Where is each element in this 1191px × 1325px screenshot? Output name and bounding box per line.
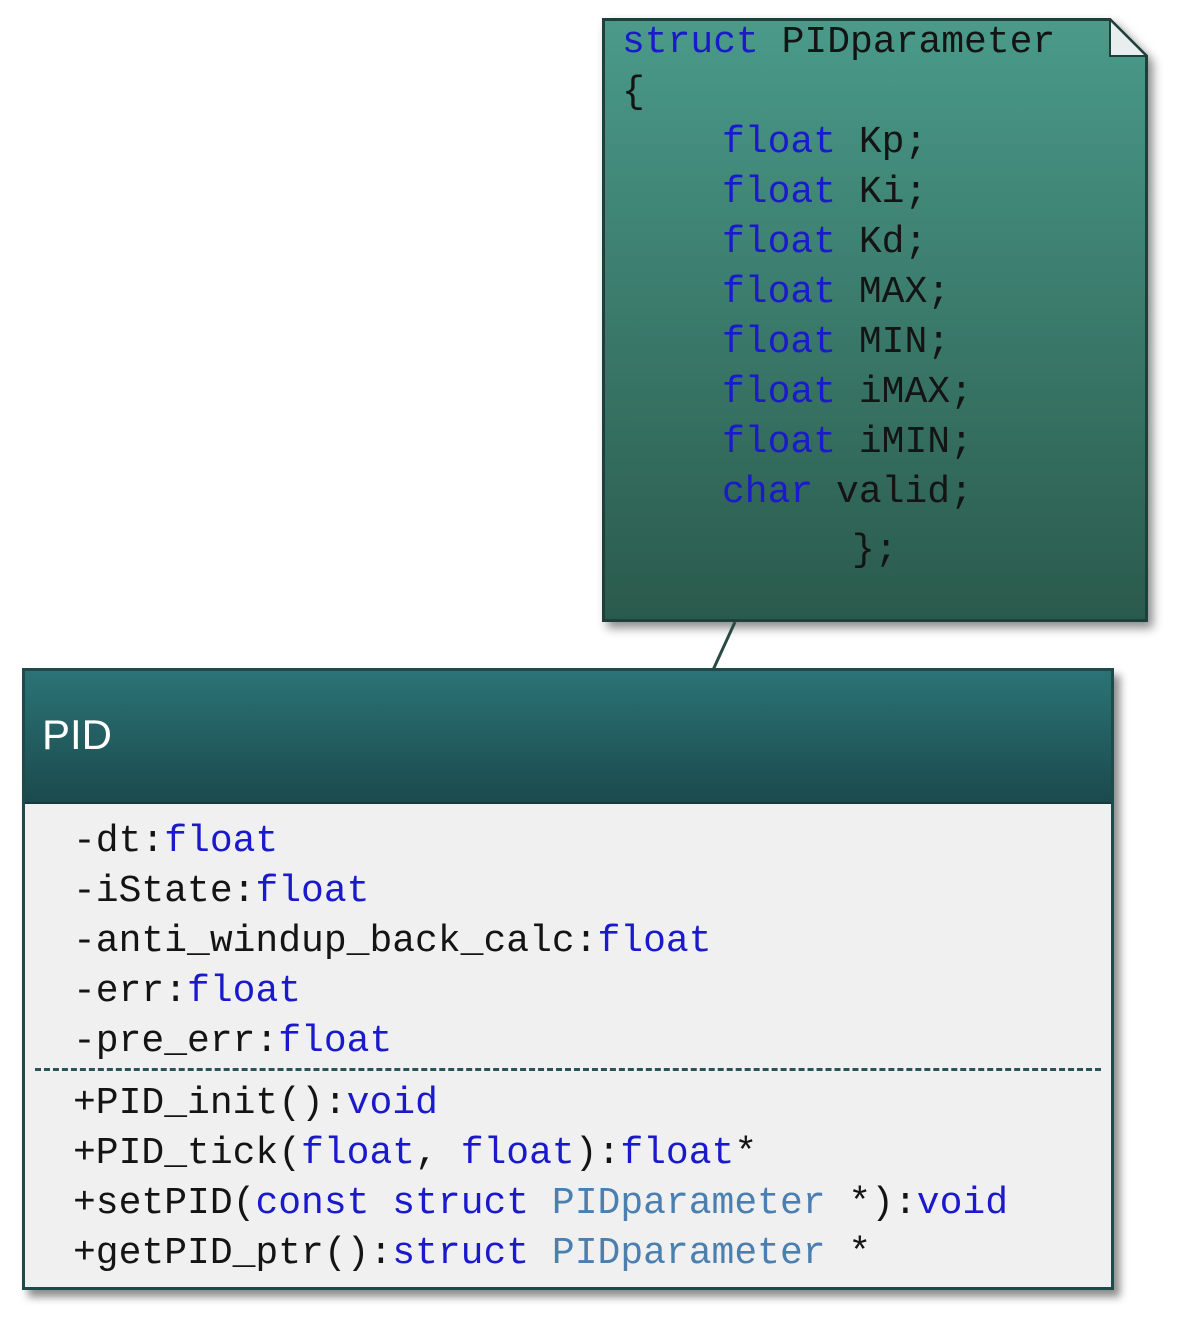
class-attribute: -iState:float (73, 867, 712, 917)
method-token: const (255, 1182, 370, 1225)
code-text: Kp; (836, 121, 928, 164)
method-token: struct (392, 1182, 530, 1225)
class-method: +setPID(const struct PIDparameter *):voi… (73, 1179, 1008, 1229)
attribute-type: float (597, 920, 712, 963)
code-keyword: float (722, 421, 837, 464)
class-attribute: -pre_err:float (73, 1017, 712, 1067)
method-token (529, 1182, 552, 1225)
code-text: Ki; (836, 171, 928, 214)
method-token: +PID_tick( (73, 1132, 302, 1175)
method-token: * (734, 1132, 758, 1175)
compartment-separator (35, 1068, 1101, 1071)
method-token: PIDparameter (551, 1232, 826, 1275)
code-keyword: float (722, 271, 837, 314)
note-background (602, 18, 1148, 622)
method-token: void (916, 1182, 1009, 1225)
method-token: float (460, 1132, 575, 1175)
attribute-name: -dt: (73, 820, 165, 863)
note-fold-corner (1109, 18, 1148, 57)
class-header: PID (25, 671, 1111, 804)
method-token: float (301, 1132, 416, 1175)
note-code-line: float MAX; (722, 268, 950, 318)
code-text: }; (852, 529, 898, 572)
attribute-type: float (255, 870, 370, 913)
method-token: +setPID( (73, 1182, 256, 1225)
class-attribute: -err:float (73, 967, 712, 1017)
attribute-type: float (187, 970, 302, 1013)
code-text: iMAX; (836, 371, 973, 414)
struct-note: struct PIDparameter{float Kp;float Ki;fl… (602, 18, 1148, 622)
method-token: void (346, 1082, 438, 1125)
class-attribute: -dt:float (73, 817, 712, 867)
method-token: , (415, 1132, 461, 1175)
attribute-list: -dt:float-iState:float-anti_windup_back_… (73, 817, 712, 1067)
attribute-type: float (278, 1020, 393, 1063)
note-code-line: struct PIDparameter (622, 18, 1055, 68)
method-token: ): (574, 1132, 621, 1175)
class-method: +PID_tick(float, float):float* (73, 1129, 1008, 1179)
code-text: valid; (813, 471, 973, 514)
note-code-line: float iMAX; (722, 368, 973, 418)
note-code-line: float MIN; (722, 318, 950, 368)
code-keyword: float (722, 371, 837, 414)
attribute-type: float (164, 820, 279, 863)
attribute-name: -anti_windup_back_calc: (73, 920, 598, 963)
code-text: MAX; (836, 271, 951, 314)
note-code-line: }; (852, 526, 898, 576)
class-method: +PID_init():void (73, 1079, 1008, 1129)
code-text: { (622, 71, 645, 114)
code-text: iMIN; (836, 421, 973, 464)
code-keyword: float (722, 171, 837, 214)
note-code-line: { (622, 68, 645, 118)
attribute-name: -iState: (73, 870, 256, 913)
class-attribute: -anti_windup_back_calc:float (73, 917, 712, 967)
code-keyword: struct (622, 21, 759, 64)
note-code-line: float iMIN; (722, 418, 973, 468)
code-keyword: char (722, 471, 814, 514)
code-keyword: float (722, 121, 837, 164)
method-token: +getPID_ptr(): (73, 1232, 393, 1275)
code-keyword: float (722, 221, 837, 264)
attribute-name: -err: (73, 970, 188, 1013)
method-token: * (825, 1232, 872, 1275)
class-name: PID (42, 711, 113, 758)
note-code-line: char valid; (722, 468, 973, 518)
class-method: +getPID_ptr():struct PIDparameter * (73, 1229, 1008, 1279)
code-keyword: float (722, 321, 837, 364)
method-token: struct (392, 1232, 530, 1275)
code-text: PIDparameter (758, 21, 1056, 64)
note-code-line: float Kd; (722, 218, 927, 268)
method-token: +PID_init(): (73, 1082, 347, 1125)
note-code-line: float Ki; (722, 168, 927, 218)
note-code-line: float Kp; (722, 118, 927, 168)
attribute-name: -pre_err: (73, 1020, 279, 1063)
method-token: *): (825, 1182, 917, 1225)
note-connector (711, 621, 737, 671)
method-list: +PID_init():void+PID_tick(float, float):… (73, 1079, 1008, 1279)
method-token (529, 1232, 552, 1275)
pid-class-box: PID -dt:float-iState:float-anti_windup_b… (22, 668, 1114, 1290)
method-token (369, 1182, 392, 1225)
code-text: Kd; (836, 221, 928, 264)
method-token: float (620, 1132, 735, 1175)
code-text: MIN; (836, 321, 951, 364)
method-token: PIDparameter (551, 1182, 826, 1225)
